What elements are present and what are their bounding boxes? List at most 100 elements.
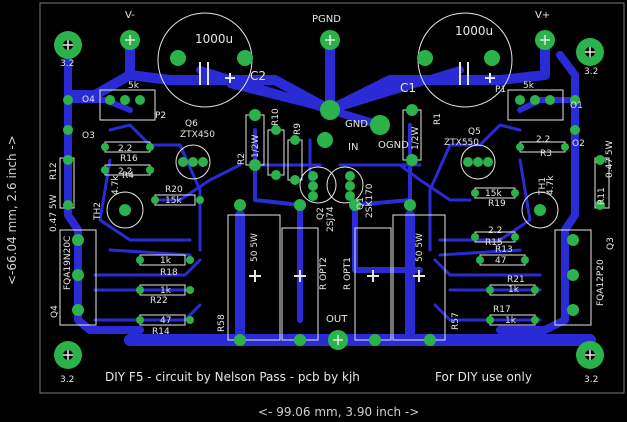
label-r10: R10 <box>271 108 281 126</box>
label-1k-a: 1k <box>160 256 172 266</box>
silkscreen-labels: V- V+ PGND GND IN OGND OUT 1000u 1000u C… <box>5 10 616 419</box>
label-r22: R22 <box>150 296 168 306</box>
q6-outline <box>175 144 211 180</box>
r-opt1-outline <box>354 227 392 341</box>
label-q3: Q3 <box>606 237 616 250</box>
label-q4-part: FQA19N20C <box>63 236 73 290</box>
label-r15: R15 <box>485 238 503 248</box>
label-pot-5k-right: 5k <box>523 81 535 91</box>
label-r58: R58 <box>217 314 227 332</box>
label-zt550: ZTX550 <box>444 138 479 148</box>
label-pot-5k-left: 5k <box>128 81 140 91</box>
label-v-2-2-a: 2.2 <box>118 144 132 154</box>
label-zt450: ZTX450 <box>180 130 215 140</box>
label-047-5w-a: 0.47 5W <box>49 194 59 232</box>
q4-outline <box>59 229 97 326</box>
label-q5: Q5 <box>468 127 481 137</box>
label-th2: TH2 <box>93 202 103 221</box>
label-50-5w-a: 50 5W <box>250 233 260 262</box>
label-q1: Q1 <box>356 197 366 210</box>
board-outline <box>39 2 625 394</box>
label-q2: Q2 <box>316 207 326 220</box>
label-r12: R12 <box>49 162 59 180</box>
dimension-vertical: <-66.04 mm, 2.6 inch -> <box>5 135 19 285</box>
p1-outline <box>507 89 564 121</box>
label-r1: R1 <box>433 113 443 125</box>
r9-outline <box>287 139 303 181</box>
label-r19: R19 <box>488 199 506 209</box>
label-r13: R13 <box>495 245 513 255</box>
label-o3: O3 <box>82 131 95 141</box>
label-47-a: 47 <box>160 316 171 326</box>
label-pgnd: PGND <box>312 14 341 25</box>
label-th1: TH1 <box>538 177 548 196</box>
label-15k-b: 15k <box>485 189 502 199</box>
label-47-b: 47 <box>495 256 506 266</box>
label-r2-value: 1/2W <box>251 135 261 158</box>
label-hole-bl: 3.2 <box>60 375 74 385</box>
label-r17: R17 <box>493 305 511 315</box>
label-r-opt2: R OPT2 <box>319 257 329 290</box>
label-q3-part: FQA12P20 <box>596 259 606 306</box>
label-th-value-b: 4.7k <box>546 175 556 195</box>
label-c2: C2 <box>250 69 266 83</box>
label-ognd: OGND <box>378 140 409 151</box>
label-r18: R18 <box>160 268 178 278</box>
label-c1-value: 1000u <box>455 24 493 38</box>
th1-outline <box>521 191 559 229</box>
label-r3: R3 <box>540 149 552 159</box>
q3-outline <box>554 229 592 326</box>
label-c2-value: 1000u <box>195 32 233 46</box>
label-o4: O4 <box>82 95 95 105</box>
label-v-minus: V- <box>125 10 135 21</box>
label-r1-value: 1/2W <box>411 127 421 150</box>
label-r11: R11 <box>597 187 607 205</box>
label-50-5w-b: 50 5W <box>415 233 425 262</box>
label-o1: O1 <box>570 101 583 111</box>
label-v-2-2-d: 2.2 <box>488 226 502 236</box>
label-r9: R9 <box>293 123 303 135</box>
label-p2: P2 <box>155 111 166 121</box>
label-v-2-2-c: 2.2 <box>536 135 550 145</box>
label-q2-part: 2SJ74 <box>326 206 336 232</box>
label-v-plus: V+ <box>535 10 550 21</box>
p2-outline <box>99 89 156 121</box>
footer-credit: DIY F5 - circuit by Nelson Pass - pcb by… <box>105 370 360 384</box>
q2-outline <box>299 166 337 204</box>
label-in: IN <box>348 142 358 153</box>
label-r2: R2 <box>237 153 247 165</box>
dimension-horizontal: <- 99.06 mm, 3.90 inch -> <box>258 405 419 419</box>
label-r-opt1: R OPT1 <box>343 257 353 290</box>
footer-diy-notice: For DIY use only <box>435 370 532 384</box>
pad-ognd <box>370 115 390 135</box>
label-out: OUT <box>326 314 348 325</box>
label-gnd: GND <box>345 119 368 130</box>
label-q4: Q4 <box>50 305 60 318</box>
q5-outline <box>460 144 496 180</box>
r10-outline <box>267 129 285 176</box>
label-r4: R4 <box>122 171 134 181</box>
label-v-2-2-b: 2.2 <box>118 167 132 177</box>
label-r57: R57 <box>451 312 461 330</box>
label-r21: R21 <box>507 275 525 285</box>
label-q1-part: 2SK170 <box>365 183 375 218</box>
q1-outline <box>326 166 364 204</box>
th2-outline <box>106 191 144 229</box>
label-q6: Q6 <box>185 119 198 129</box>
label-r20: R20 <box>165 185 183 195</box>
label-1k-d: 1k <box>505 316 517 326</box>
label-r14: R14 <box>152 327 170 337</box>
label-o2: O2 <box>572 139 585 149</box>
label-c1: C1 <box>400 81 416 95</box>
label-1k-c: 1k <box>508 285 520 295</box>
label-hole-tl: 3.2 <box>60 59 74 69</box>
r58-outline <box>227 214 281 341</box>
pad-gnd <box>320 100 340 120</box>
label-hole-tr: 3.2 <box>584 67 598 77</box>
label-th-value-a: 4.7k <box>111 175 121 195</box>
label-047-5w-b: 0.47 5W <box>605 140 615 178</box>
label-hole-br: 3.2 <box>584 375 598 385</box>
cap-symbols <box>199 62 495 282</box>
label-r16: R16 <box>120 154 138 164</box>
